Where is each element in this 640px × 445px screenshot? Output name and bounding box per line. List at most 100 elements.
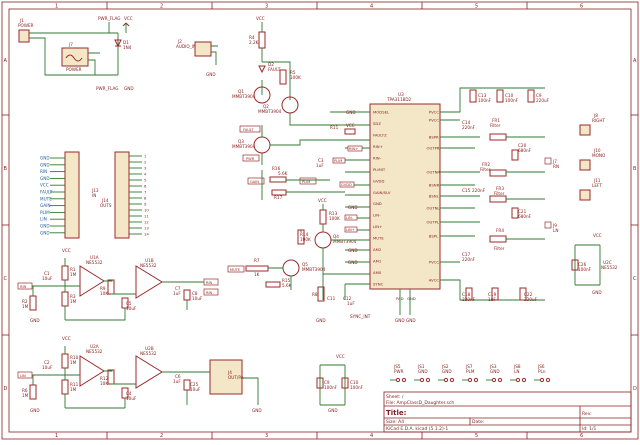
j9-ln-value: LN bbox=[553, 228, 558, 233]
c22-ref: C22 bbox=[524, 292, 533, 297]
title-block: Sheet: / File: AmpClassD_Daughter.sch Ti… bbox=[383, 391, 632, 433]
r3-resistor-icon bbox=[61, 291, 69, 307]
col-label-4: 4 bbox=[370, 4, 373, 10]
c21-ref: C21 bbox=[518, 209, 527, 214]
jumper-pad-icon bbox=[467, 377, 473, 383]
tb-file: File: AmpClassD_Daughter.sch bbox=[386, 400, 454, 406]
u3-pin-am2: AM2 bbox=[373, 247, 382, 252]
u3-pin-pvcc-1: PVCC bbox=[429, 118, 440, 123]
c9b-value: 100nF bbox=[324, 385, 338, 390]
j7-rn-ref: J7 bbox=[552, 159, 557, 164]
r16-value: 5.6K bbox=[278, 171, 288, 176]
r17-resistor-icon bbox=[271, 189, 287, 196]
jumper-ref-js5: JS5 bbox=[393, 364, 401, 369]
c9-ref: C9 bbox=[536, 93, 542, 98]
u2b-value: NE5532 bbox=[140, 351, 157, 356]
header-left-signal-5: FAULT bbox=[40, 190, 53, 195]
header-right-number-5: 5 bbox=[144, 178, 147, 183]
rin-output-label-2: RIN bbox=[206, 291, 213, 295]
tb-size: Size: A4 bbox=[386, 419, 404, 425]
j1-value: POWER bbox=[18, 23, 34, 28]
q5-value: MMBT3904 bbox=[302, 267, 326, 272]
c15-value: 220nF bbox=[472, 188, 486, 193]
r12-value: 10K bbox=[100, 381, 108, 386]
u3-body bbox=[369, 103, 441, 290]
u3-pin-outnl-7: OUTNL bbox=[427, 206, 441, 211]
j13-value: IN bbox=[92, 193, 96, 198]
r11-resistor-icon bbox=[344, 128, 356, 135]
u3-pin-gnd-bottom: GND bbox=[407, 296, 416, 301]
gain-label: GAIN bbox=[250, 180, 259, 184]
r11-left-ref: R11 bbox=[70, 382, 79, 387]
jumper-pad-icon bbox=[395, 377, 401, 383]
r5-resistor-icon bbox=[279, 69, 287, 85]
u3-pin-lin-: LIN+ bbox=[373, 224, 382, 229]
ln-output-tag bbox=[544, 221, 552, 229]
col-label-3: 3 bbox=[265, 4, 268, 10]
r2-resistor-icon bbox=[29, 295, 37, 311]
header-left-signal-2: RIN bbox=[40, 169, 47, 174]
header-left-signal-6: MUTE bbox=[40, 196, 52, 201]
plim-tag-2 bbox=[299, 177, 317, 185]
c10b-value: 100nF bbox=[350, 385, 364, 390]
header-right-number-14: 14 bbox=[144, 232, 149, 237]
sheet-border-inner bbox=[8, 8, 632, 433]
c1-value: 10uF bbox=[42, 276, 53, 281]
u3-pin-am1: AM1 bbox=[373, 259, 382, 264]
u2a-ref: U2A bbox=[90, 344, 99, 349]
power-section: J1 POWER J7 POWER PWR_FLAG VCC D1 1N4 PW… bbox=[18, 16, 134, 91]
fr1-ref: FR1 bbox=[492, 118, 500, 123]
r11-left-value: 1M bbox=[70, 387, 77, 392]
header-left-signal-11: GND bbox=[40, 230, 50, 235]
j10-ref: J10 bbox=[593, 148, 601, 153]
u3-gnd-2: GND bbox=[406, 318, 416, 323]
column-labels: 1 2 3 4 5 6 1 2 3 4 5 6 bbox=[55, 2, 583, 439]
q1-transistor-icon bbox=[253, 86, 271, 104]
header-left-signal-7: GAIN bbox=[40, 203, 50, 208]
c26-ref: C26 bbox=[578, 262, 587, 267]
u1a-value: NE5532 bbox=[86, 260, 103, 265]
j13-header-icon bbox=[64, 151, 80, 239]
gain-tag-1 bbox=[247, 177, 265, 185]
header-right-number-6: 6 bbox=[144, 184, 147, 189]
gnd-symbol-bottom: GND bbox=[328, 408, 338, 413]
j2-ref: J2 bbox=[177, 39, 182, 44]
jumper-ref-js8: JS8 bbox=[513, 364, 521, 369]
u1a-ref: U1A bbox=[90, 255, 99, 260]
u1a-opamp-icon bbox=[79, 265, 105, 297]
j4-value: OUT/PA bbox=[228, 375, 244, 380]
u2c-ref: U2C bbox=[603, 260, 612, 265]
header-right-number-9: 9 bbox=[144, 202, 147, 207]
u3-pin-pvcc-10: PVCC bbox=[429, 260, 440, 265]
jumper-pad-icon bbox=[443, 377, 449, 383]
u3-pin-rin-: RIN- bbox=[373, 155, 382, 160]
fr1-value: Filter bbox=[490, 123, 501, 128]
header-connectors: J13 IN GNDGNDRINGNDVCCFAULTMUTEGAINPLIML… bbox=[40, 151, 149, 239]
c6-value: 1uF bbox=[173, 379, 181, 384]
col-label-3-bottom: 3 bbox=[265, 433, 268, 439]
header-left-signal-8: PLIM bbox=[40, 210, 50, 215]
u3-ref: U3 bbox=[398, 92, 404, 97]
audio-in-connector: J2 AUDIO_IN GND bbox=[176, 39, 218, 77]
fault-label: FAULT bbox=[243, 128, 254, 132]
j11-value: LEFT bbox=[592, 183, 602, 188]
c10-ref: C10 bbox=[505, 93, 514, 98]
jumper-pad-icon bbox=[473, 377, 479, 383]
tb-rev: Rev: bbox=[582, 411, 592, 417]
u3-pin-bspl-9: BSPL bbox=[429, 234, 439, 239]
jumper-pad-icon bbox=[497, 377, 503, 383]
u3-pin-bsnl-6: BSNL bbox=[429, 194, 440, 199]
d1-value: 1N4 bbox=[123, 45, 132, 50]
j10-connector-icon bbox=[579, 159, 591, 171]
u3-pin-bspr-2: BSPR bbox=[429, 135, 439, 140]
jumper-pad-icon bbox=[545, 377, 551, 383]
r15-value: 5.6K bbox=[282, 283, 292, 288]
jumper-value-js5: PWR bbox=[394, 369, 404, 374]
c4-ref: C4 bbox=[126, 391, 132, 396]
r9-pot-icon bbox=[107, 279, 115, 295]
jumper-ref-js6: JS6 bbox=[537, 364, 545, 369]
col-label-2: 2 bbox=[160, 4, 163, 10]
col-label-4-bottom: 4 bbox=[370, 433, 373, 439]
col-label-2-bottom: 2 bbox=[160, 433, 163, 439]
c20-cap-icon bbox=[511, 149, 519, 161]
